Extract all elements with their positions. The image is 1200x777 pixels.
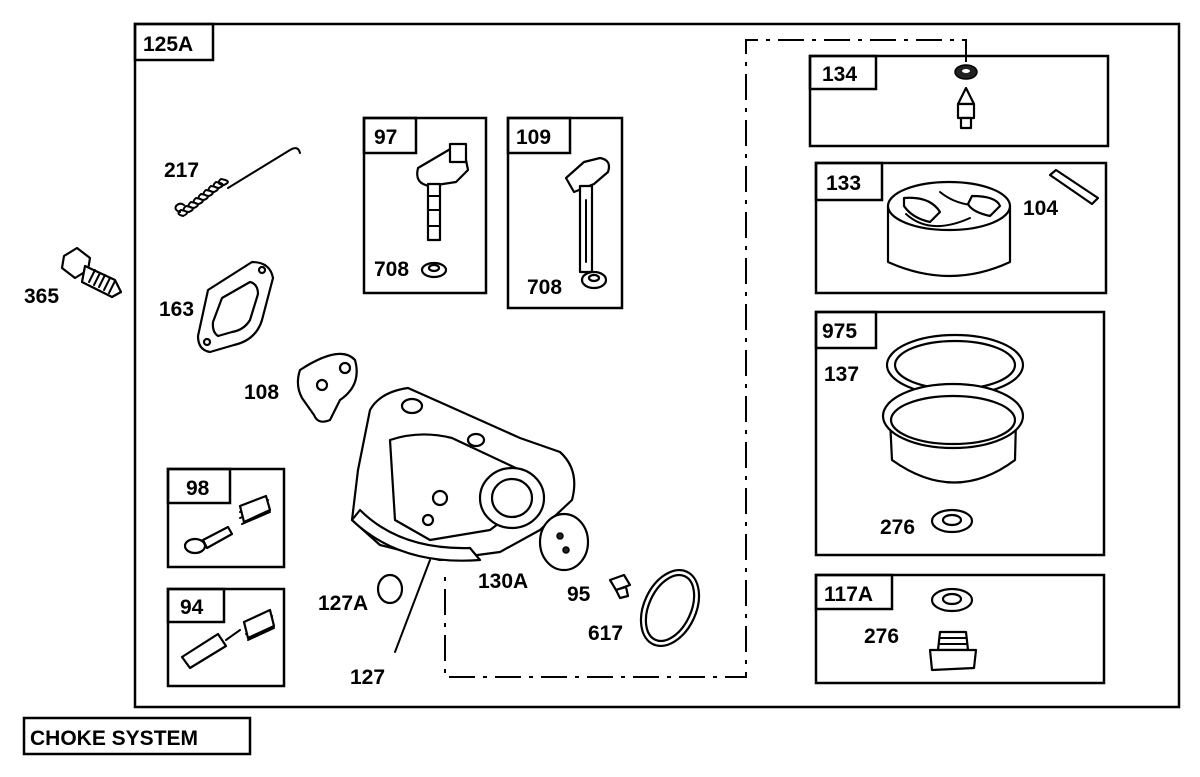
part-label-127a: 127A — [318, 592, 368, 615]
kit-109-part-708: 708 — [527, 276, 562, 299]
plug-127a-part: 127A — [318, 573, 404, 615]
main-assembly-frame — [133, 22, 1181, 709]
main-assembly-label: 125A — [143, 33, 193, 56]
choke-system-tag: CHOKE SYSTEM — [22, 716, 252, 756]
spring-217-part: 217 — [164, 147, 301, 218]
kit-117a-box: 117A 276 — [814, 573, 1106, 685]
kit-975-label: 975 — [822, 320, 857, 343]
kit-97-box: 97 708 — [362, 116, 488, 295]
part-label-163: 163 — [159, 298, 194, 321]
kit-133-label: 133 — [826, 172, 861, 195]
assembly-guide-lines — [444, 39, 967, 678]
main-assembly-tag: 125A — [133, 22, 215, 62]
kit-134-label: 134 — [822, 63, 857, 86]
kit-134-box: 134 — [808, 54, 1110, 148]
kit-975-box: 975 137 276 — [814, 310, 1106, 557]
plate-108-part: 108 — [244, 352, 358, 423]
part-label-127: 127 — [350, 666, 385, 689]
kit-133-part-104: 104 — [1023, 197, 1058, 220]
kit-98-box: 98 — [166, 467, 286, 569]
kit-117a-part-276: 276 — [864, 625, 899, 648]
kit-117a-label: 117A — [824, 583, 873, 606]
carburetor-body-127-part: 127 — [350, 386, 576, 689]
part-label-130a: 130A — [478, 570, 528, 593]
kit-975-part-137: 137 — [824, 363, 859, 386]
kit-97-part-708: 708 — [374, 258, 409, 281]
kit-97-label: 97 — [374, 126, 397, 149]
kit-94-box: 94 — [166, 587, 286, 688]
part-label-108: 108 — [244, 381, 279, 404]
kit-109-box: 109 708 — [506, 116, 624, 310]
kit-98-label: 98 — [186, 477, 210, 500]
kit-133-box: 133 104 — [814, 161, 1108, 295]
part-label-617: 617 — [588, 622, 623, 645]
choke-system-label: CHOKE SYSTEM — [30, 727, 198, 750]
oring-617-part: 617 — [588, 569, 701, 647]
part-label-95: 95 — [567, 583, 591, 606]
gasket-163-part: 163 — [159, 260, 275, 354]
part-label-365: 365 — [24, 285, 59, 308]
screw-95-part: 95 — [567, 573, 632, 606]
bolt-365-part: 365 — [24, 246, 123, 308]
kit-109-label: 109 — [516, 126, 551, 149]
disc-130a-part: 130A — [478, 512, 590, 593]
part-label-217: 217 — [164, 159, 199, 182]
kit-975-part-276: 276 — [880, 516, 915, 539]
kit-94-label: 94 — [180, 596, 204, 619]
